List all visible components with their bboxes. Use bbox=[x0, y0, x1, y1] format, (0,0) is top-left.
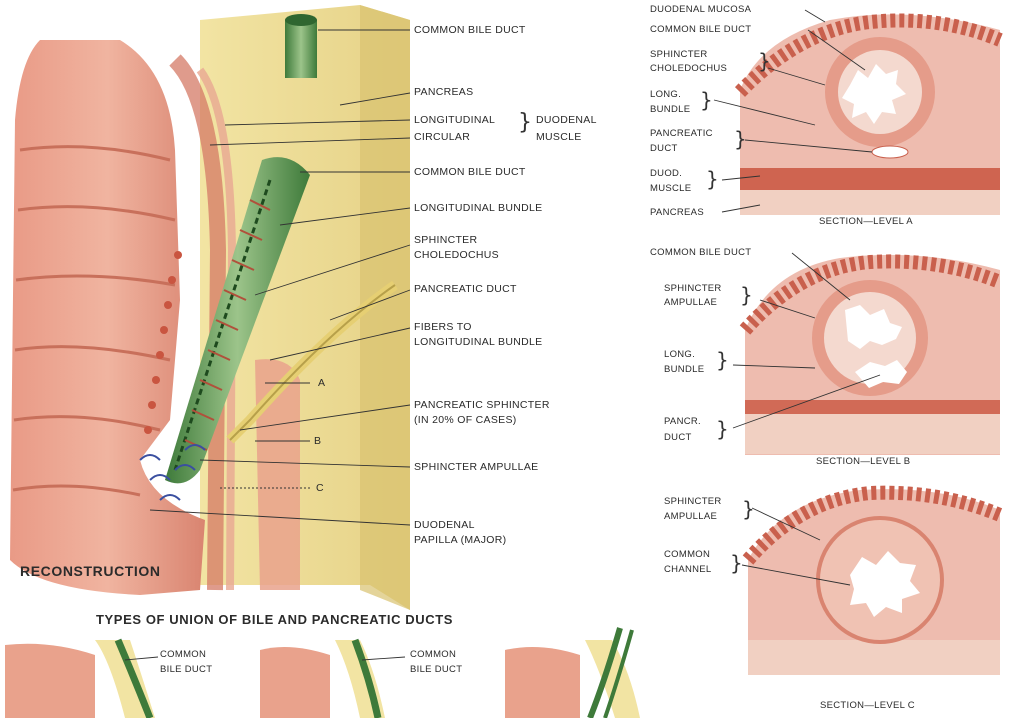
label-b-pancr: PANCR. bbox=[664, 416, 701, 428]
label-c-sphincter: SPHINCTER bbox=[664, 496, 722, 508]
label-b-sphincter: SPHINCTER bbox=[664, 283, 722, 295]
brace-c-common: } bbox=[730, 552, 743, 574]
label-longitudinal: LONGITUDINAL bbox=[414, 114, 495, 126]
label-duodenal: DUODENAL bbox=[536, 114, 597, 126]
label-a-sphincter: SPHINCTER bbox=[650, 49, 708, 61]
label-common-bile-duct-top: COMMON BILE DUCT bbox=[414, 24, 526, 36]
label-b-bundle: BUNDLE bbox=[664, 364, 704, 376]
label-a-duct: DUCT bbox=[650, 143, 678, 155]
brace-b-pancr: } bbox=[716, 418, 729, 440]
label-c-common: COMMON bbox=[664, 549, 710, 561]
section-b-figure bbox=[733, 253, 1000, 455]
brace-duodenal-muscle: } bbox=[518, 112, 532, 134]
label-type1-bile-duct: BILE DUCT bbox=[160, 664, 212, 676]
bile-duct-top-cylinder bbox=[285, 20, 317, 78]
brace-a-long-bundle: } bbox=[700, 89, 713, 111]
label-sphincter: SPHINCTER bbox=[414, 234, 477, 246]
label-a-choledochus: CHOLEDOCHUS bbox=[650, 63, 727, 75]
brace-a-duod: } bbox=[706, 168, 719, 190]
label-circular: CIRCULAR bbox=[414, 131, 470, 143]
label-b-duct: DUCT bbox=[664, 432, 692, 444]
label-a-common-bile-duct: COMMON BILE DUCT bbox=[650, 24, 751, 36]
label-type2-common: COMMON bbox=[410, 649, 456, 661]
label-level-c: C bbox=[316, 482, 324, 494]
label-pancreas: PANCREAS bbox=[414, 86, 473, 98]
label-in-20-cases: (IN 20% OF CASES) bbox=[414, 414, 517, 426]
brace-b-long: } bbox=[716, 349, 729, 371]
reconstruction-title: RECONSTRUCTION bbox=[20, 563, 161, 579]
label-pancreatic-duct: PANCREATIC DUCT bbox=[414, 283, 517, 295]
label-fibers-to: FIBERS TO bbox=[414, 321, 472, 333]
label-longitudinal-bundle: LONGITUDINAL BUNDLE bbox=[414, 202, 542, 214]
label-choledochus: CHOLEDOCHUS bbox=[414, 249, 499, 261]
brace-a-sphincter: } bbox=[758, 50, 771, 72]
label-a-pancreatic: PANCREATIC bbox=[650, 128, 713, 140]
label-level-b: B bbox=[314, 435, 321, 447]
label-pancreatic-sphincter: PANCREATIC SPHINCTER bbox=[414, 399, 550, 411]
section-a-figure bbox=[714, 10, 1000, 215]
label-level-a: A bbox=[318, 377, 325, 389]
label-muscle: MUSCLE bbox=[536, 131, 582, 143]
label-a-long: LONG. bbox=[650, 89, 681, 101]
caption-section-b: SECTION—LEVEL B bbox=[816, 456, 910, 468]
label-common-bile-duct-mid: COMMON BILE DUCT bbox=[414, 166, 526, 178]
types-of-union-figures bbox=[5, 628, 640, 718]
label-type2-bile-duct: BILE DUCT bbox=[410, 664, 462, 676]
label-papilla-major: PAPILLA (MAJOR) bbox=[414, 534, 506, 546]
label-a-pancreas: PANCREAS bbox=[650, 207, 704, 219]
brace-a-pancreatic: } bbox=[734, 128, 747, 150]
section-c-figure bbox=[742, 489, 1000, 675]
caption-section-c: SECTION—LEVEL C bbox=[820, 700, 915, 712]
label-a-muscle: MUSCLE bbox=[650, 183, 691, 195]
label-duodenal-2: DUODENAL bbox=[414, 519, 475, 531]
label-c-channel: CHANNEL bbox=[664, 564, 712, 576]
label-b-long: LONG. bbox=[664, 349, 695, 361]
label-a-duodenal-mucosa: DUODENAL MUCOSA bbox=[650, 4, 751, 16]
label-c-ampullae: AMPULLAE bbox=[664, 511, 717, 523]
reconstruction-figure bbox=[10, 5, 410, 610]
label-type1-common: COMMON bbox=[160, 649, 206, 661]
label-sphincter-ampullae: SPHINCTER AMPULLAE bbox=[414, 461, 538, 473]
caption-section-a: SECTION—LEVEL A bbox=[819, 216, 913, 228]
label-b-common-bile-duct: COMMON BILE DUCT bbox=[650, 247, 751, 259]
types-of-union-title: TYPES OF UNION OF BILE AND PANCREATIC DU… bbox=[96, 612, 453, 627]
brace-c-sphincter: } bbox=[742, 498, 755, 520]
brace-b-sphincter: } bbox=[740, 284, 753, 306]
label-b-ampullae: AMPULLAE bbox=[664, 297, 717, 309]
label-longitudinal-bundle-2: LONGITUDINAL BUNDLE bbox=[414, 336, 542, 348]
label-a-duod: DUOD. bbox=[650, 168, 682, 180]
label-a-bundle: BUNDLE bbox=[650, 104, 690, 116]
